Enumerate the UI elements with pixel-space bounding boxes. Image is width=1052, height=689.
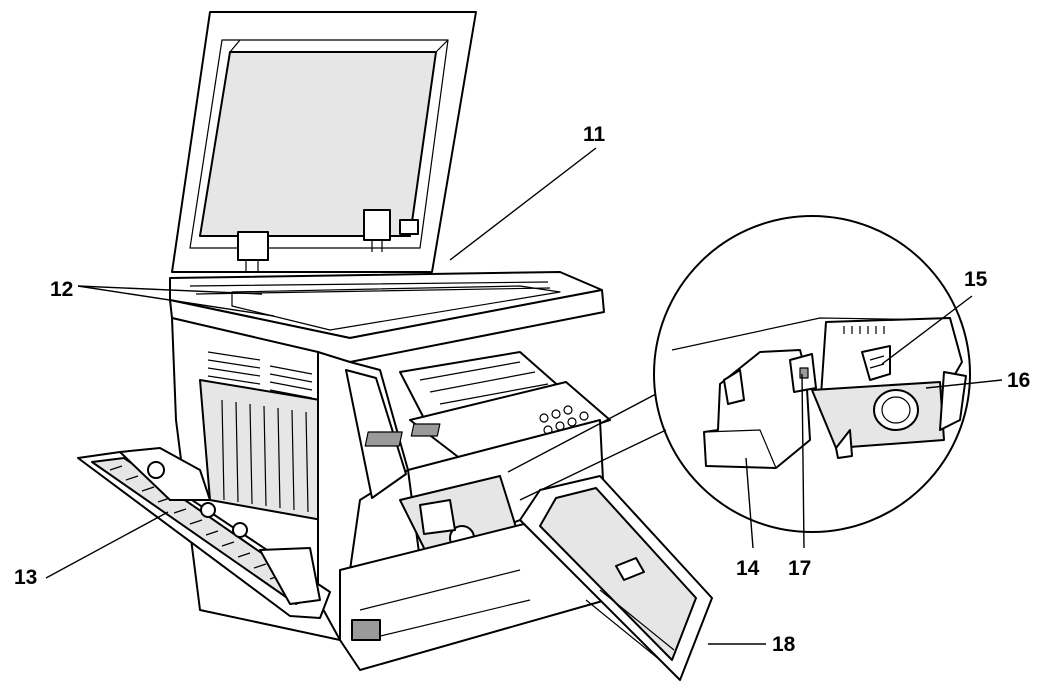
front-cover — [519, 475, 713, 681]
platen-cover — [171, 11, 477, 273]
leader-12-a — [77, 285, 263, 295]
callout-16: 16 — [1007, 369, 1030, 392]
leader-17 — [801, 373, 805, 549]
leader-13 — [45, 511, 169, 579]
callout-13: 13 — [14, 566, 37, 589]
callout-18: 18 — [772, 633, 796, 656]
callout-14: 14 — [736, 557, 760, 580]
left-cover — [77, 447, 331, 619]
leader-12-b — [77, 285, 275, 317]
callout-15: 15 — [964, 268, 988, 291]
leader-14 — [745, 457, 754, 549]
toner-detail-inset — [507, 215, 971, 533]
leader-16 — [925, 379, 1003, 389]
callout-11: 11 — [583, 123, 606, 146]
leader-11 — [449, 147, 597, 261]
leader-lines — [45, 147, 1003, 645]
callout-17: 17 — [788, 557, 811, 580]
callout-12: 12 — [50, 278, 73, 301]
callout-labels: 11 12 13 14 15 16 17 18 — [14, 123, 1030, 656]
leader-15 — [881, 295, 973, 365]
copier-body — [169, 271, 611, 671]
